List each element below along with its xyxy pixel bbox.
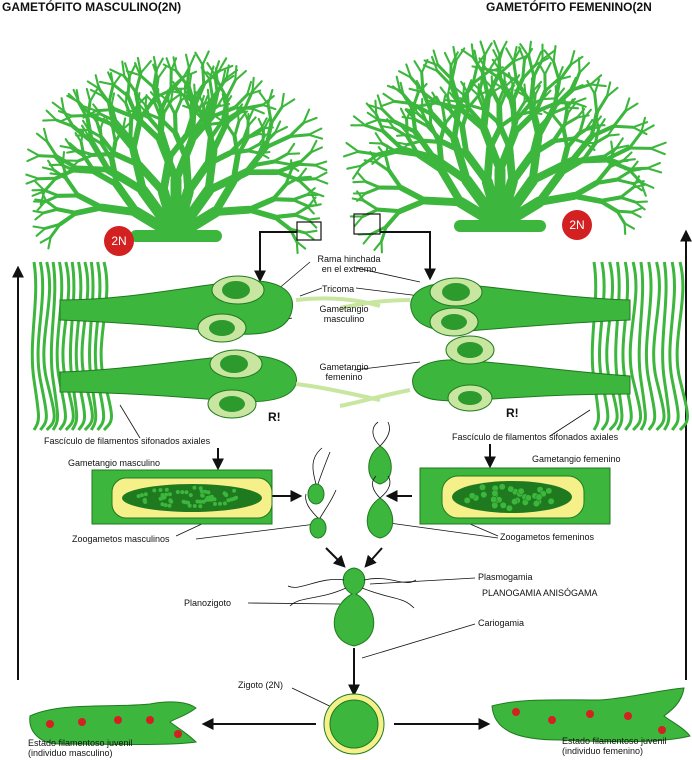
ploidy-badge-left: 2N xyxy=(104,226,134,256)
ploidy-badge-right: 2N xyxy=(562,210,592,240)
meiosis-marker-left: R! xyxy=(268,412,281,422)
female-gametangium-section xyxy=(420,468,610,524)
label-fasciculo-right: Fascículo de filamentos sifonados axiale… xyxy=(452,432,618,442)
axial-filament-bundle-left xyxy=(32,262,111,430)
male-gametangium-section xyxy=(92,470,272,524)
label-planogamia: PLANOGAMIA ANISÓGAMA xyxy=(482,588,598,598)
label-gametangio-masculino-top: Gametangio masculino xyxy=(306,304,382,324)
zygote xyxy=(324,694,384,754)
juvenile-filament-female xyxy=(492,688,690,742)
label-gametangio-masculino: Gametangio masculino xyxy=(68,458,160,468)
male-zoogametes xyxy=(306,448,336,538)
meiosis-marker-right: R! xyxy=(506,408,519,418)
label-zoogametos-masculinos: Zoogametos masculinos xyxy=(72,534,170,544)
label-gametangio-femenino: Gametangio femenino xyxy=(532,454,621,464)
label-juvenil-masculino: Estado filamentoso juvenil (individuo ma… xyxy=(28,738,133,758)
label-cariogamia: Cariogamia xyxy=(478,618,524,628)
female-gametophyte-title: GAMETÓFITO FEMENINO(2N xyxy=(486,0,652,14)
female-zoogametes xyxy=(367,422,393,538)
label-tricoma: Tricoma xyxy=(322,284,354,294)
label-plasmogamia: Plasmogamia xyxy=(478,572,533,582)
female-gametophyte-thallus xyxy=(344,41,666,252)
label-fasciculo-left: Fascículo de filamentos sifonados axiale… xyxy=(44,436,210,446)
male-gametophyte-thallus xyxy=(26,52,327,254)
axial-filament-bundle-right xyxy=(592,262,687,430)
planozygote xyxy=(288,568,416,646)
label-rama-hinchada: Rama hinchada en el extremo xyxy=(308,254,390,274)
label-zoogametos-femeninos: Zoogametos femeninos xyxy=(500,532,594,542)
male-gametophyte-title: GAMETÓFITO MASCULINO(2N) xyxy=(2,0,181,14)
label-zigoto: Zigoto (2N) xyxy=(238,680,283,690)
label-juvenil-femenino: Estado filamentoso juvenil (individuo fe… xyxy=(562,736,667,756)
label-gametangio-femenino-top: Gametangio femenino xyxy=(306,362,382,382)
female-swollen-branches xyxy=(340,278,630,411)
label-planozigoto: Planozigoto xyxy=(184,598,231,608)
